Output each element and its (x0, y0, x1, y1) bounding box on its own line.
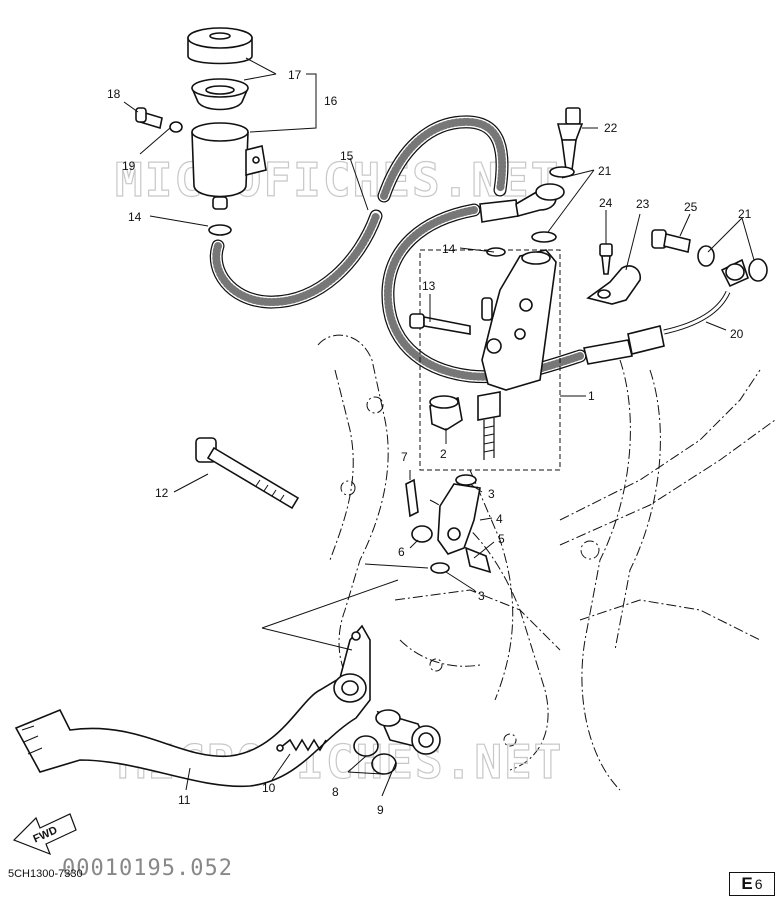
label-5: 5 (498, 532, 505, 546)
label-21b: 21 (738, 207, 752, 221)
label-25: 25 (684, 200, 698, 214)
label-6: 6 (398, 545, 405, 559)
page-letter: E (741, 874, 753, 893)
reservoir-assembly (135, 27, 267, 236)
leader-lines (123, 57, 755, 797)
label-7: 7 (401, 450, 408, 464)
spring-10 (276, 738, 327, 752)
reservoir-hose (209, 115, 509, 309)
label-2: 2 (440, 447, 447, 461)
assembly-lines (261, 563, 429, 651)
footer-code: 5CH1300-7330 (8, 868, 83, 880)
label-23: 23 (636, 197, 650, 211)
fwd-arrow-icon: FWD (12, 813, 77, 856)
label-8: 8 (332, 785, 339, 799)
label-4: 4 (496, 512, 503, 526)
label-12: 12 (155, 486, 169, 500)
label-17: 17 (288, 68, 302, 82)
label-19: 19 (122, 159, 136, 173)
label-9: 9 (377, 803, 384, 817)
label-3a: 3 (488, 487, 495, 501)
master-cylinder (419, 183, 565, 471)
label-16: 16 (324, 94, 338, 108)
watermark-top: MICROFICHES.NET (115, 153, 560, 207)
label-15: 15 (340, 149, 354, 163)
label-14b: 14 (442, 242, 456, 256)
label-21a: 21 (598, 164, 612, 178)
page-indicator: E 6 (729, 872, 775, 896)
bolt-13 (409, 313, 471, 335)
label-11: 11 (178, 793, 191, 807)
clevis-assembly (405, 474, 492, 574)
label-3b: 3 (478, 589, 485, 603)
bushing-9 (375, 709, 441, 755)
label-24: 24 (599, 196, 613, 210)
page-number: 6 (754, 876, 763, 892)
label-18: 18 (107, 87, 121, 101)
label-22: 22 (604, 121, 618, 135)
label-1: 1 (588, 389, 595, 403)
brake-hose (381, 187, 749, 384)
pivot-bolt-12 (195, 437, 300, 510)
bolt-22 (549, 107, 584, 178)
label-13: 13 (422, 279, 436, 293)
label-14a: 14 (128, 210, 142, 224)
label-10: 10 (262, 781, 276, 795)
label-20: 20 (730, 327, 744, 341)
serial-number: 00010195.052 (62, 856, 233, 881)
